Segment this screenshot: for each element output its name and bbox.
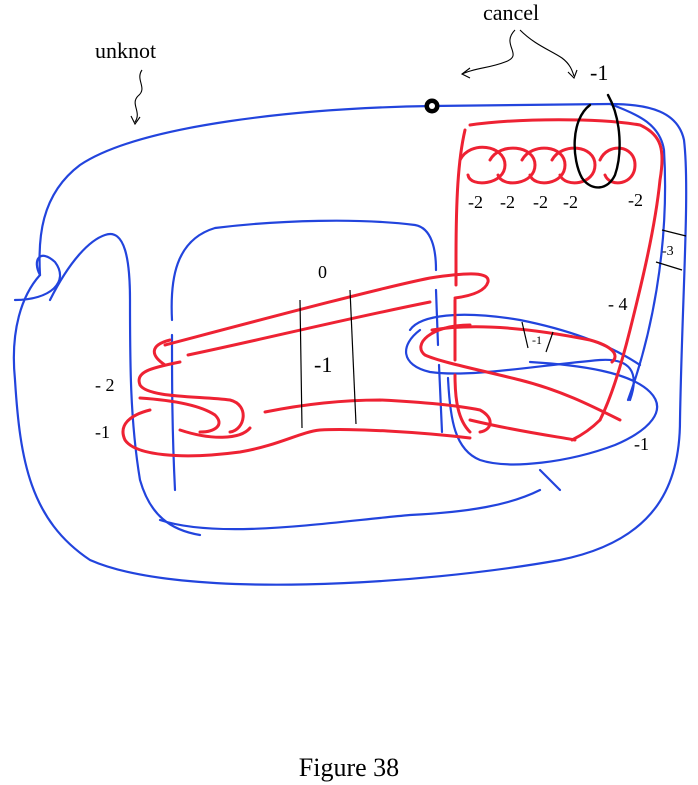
box3-top — [661, 229, 687, 237]
blue-tail — [538, 468, 562, 492]
red-center-bridge — [263, 398, 492, 434]
blue-left-hook — [13, 254, 62, 302]
red-chain-link-4 — [550, 146, 597, 185]
cancel-arrow-left — [461, 29, 516, 75]
blue-vertical-2 — [446, 360, 659, 466]
red-chain-link-2 — [488, 146, 537, 185]
label-center-minus1: -1 — [314, 352, 332, 377]
blue-unknot-strands — [12, 102, 688, 586]
label-minus4: - 4 — [608, 294, 628, 314]
blue-outer-loop — [12, 102, 688, 586]
label-unknot: unknot — [95, 38, 156, 63]
blue-right-loop-top — [408, 313, 642, 367]
figure-caption: Figure 38 — [299, 753, 399, 782]
red-right-loop-lower — [468, 418, 602, 442]
center-box-right — [349, 289, 357, 425]
blue-middle-bottom — [158, 488, 542, 531]
cancel-arrow-right — [519, 29, 575, 77]
red-right-band — [430, 325, 617, 364]
label-cancel: cancel — [483, 0, 539, 25]
red-right-loop — [419, 323, 622, 422]
label-chain-2: -2 — [500, 192, 515, 212]
black-cancel-loop — [573, 93, 621, 189]
blue-right-loop — [404, 328, 635, 402]
label-top-minus1: -1 — [590, 60, 608, 85]
labels: cancel unknot -1 -2 -2 -2 -2 -2 -3 - 4 0… — [95, 0, 674, 782]
blue-middle-box — [170, 219, 438, 322]
center-box-left — [299, 299, 303, 429]
unknot-arrow-head — [130, 115, 141, 126]
bluebox-right — [545, 331, 554, 353]
box3-bottom — [655, 261, 683, 271]
red-chain-link-3 — [520, 146, 567, 185]
label-chain-3: -2 — [533, 192, 548, 212]
red-zero-band-bottom — [186, 300, 432, 357]
label-left-minus1: -1 — [95, 422, 110, 442]
blue-middle-left-side — [170, 333, 177, 492]
red-chain-left-side — [453, 128, 472, 434]
label-chain-4: -2 — [563, 192, 578, 212]
label-right-minus1: -1 — [634, 434, 649, 454]
black-elements — [130, 29, 687, 429]
red-left-loop-mid — [138, 396, 252, 439]
red-chain-frame — [468, 118, 664, 422]
red-left-loop-upper — [137, 338, 245, 434]
blue-right-strand — [608, 102, 667, 402]
label-zero: 0 — [318, 262, 327, 282]
unknot-arrow — [134, 69, 143, 123]
red-left-loop-lower — [121, 408, 472, 458]
label-chain-5: -2 — [628, 190, 643, 210]
red-link-components — [121, 118, 664, 458]
red-zero-band-top — [163, 272, 490, 347]
label-bluebox-minus1: -1 — [532, 333, 542, 347]
cancel-arrow-right-head — [567, 69, 578, 79]
label-chain-1: -2 — [468, 192, 483, 212]
label-left-minus2: - 2 — [95, 375, 115, 395]
red-chain-link-5 — [598, 146, 637, 185]
red-chain-link-1 — [458, 145, 507, 185]
cancel-arrow-left-head — [460, 67, 471, 79]
label-box-minus3: -3 — [662, 244, 674, 259]
dot-marker-inner — [429, 103, 435, 109]
blue-left-inner — [48, 232, 202, 537]
bluebox-left — [521, 321, 529, 349]
